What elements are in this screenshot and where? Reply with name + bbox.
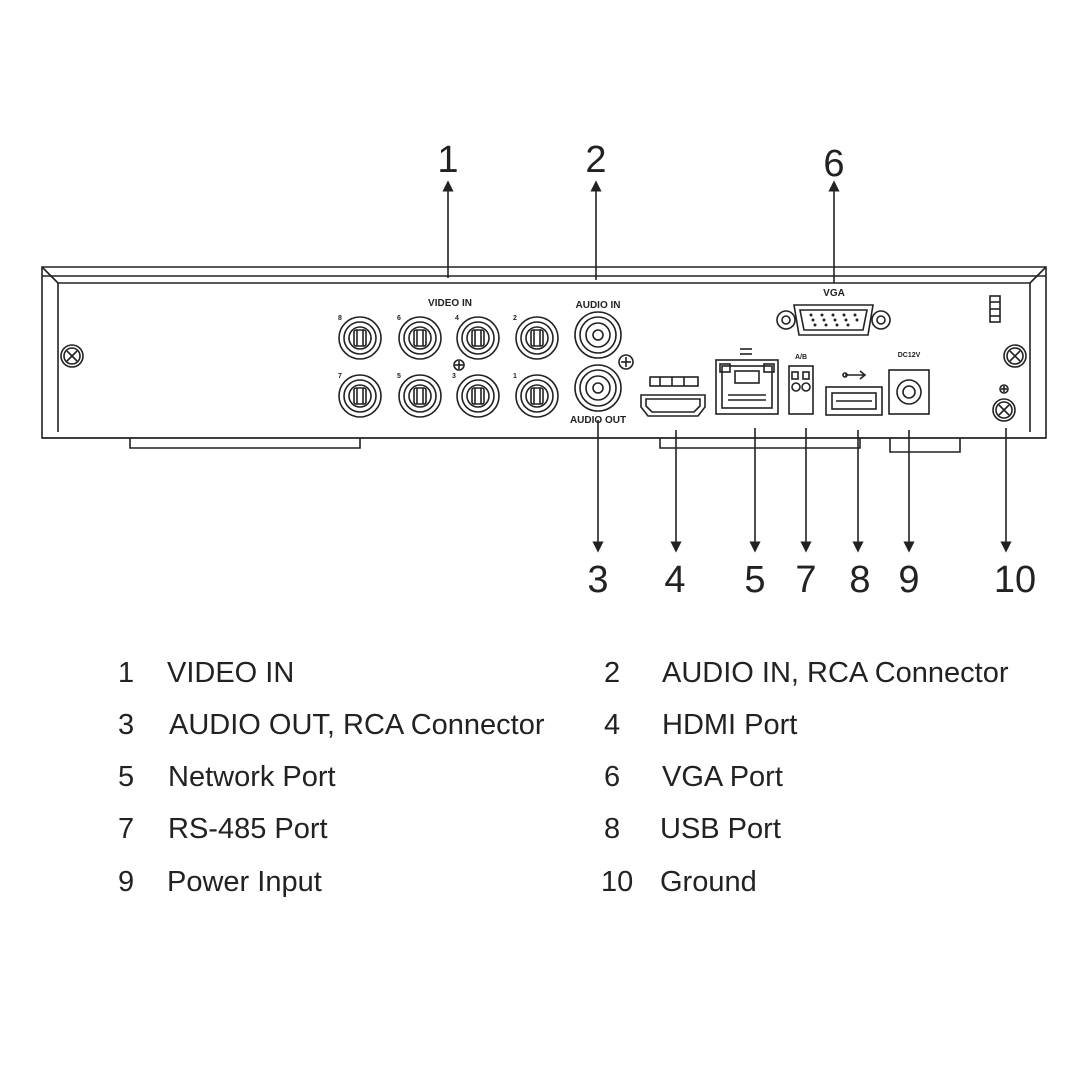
network-rj45-port	[715, 348, 779, 415]
channel-label: 5	[397, 373, 401, 380]
channel-label: 1	[513, 373, 517, 380]
channel-label: 7	[338, 373, 342, 380]
legend-number: 3	[118, 709, 135, 741]
legend-number: 4	[604, 709, 621, 741]
channel-label: 8	[338, 315, 342, 322]
bnc-connector-5	[398, 374, 442, 418]
callout-number: 2	[585, 139, 606, 181]
callout-number: 8	[849, 559, 870, 601]
leader-lines	[442, 180, 1012, 553]
legend-number: 5	[118, 761, 135, 793]
audio-ground-symbol-icon	[618, 354, 634, 370]
legend-text: RS-485 Port	[168, 813, 328, 845]
power-panel-label: DC12V	[898, 352, 921, 359]
ground-symbol-icon	[999, 384, 1009, 394]
legend-item: 10 Ground	[601, 868, 757, 897]
legend-number: 8	[604, 813, 621, 845]
usb-port	[825, 370, 883, 416]
center-ground-symbol-icon	[453, 359, 465, 371]
legend-text: Network Port	[168, 761, 336, 793]
legend-text: AUDIO OUT, RCA Connector	[169, 709, 545, 741]
callout-number: 5	[744, 559, 765, 601]
right-screw	[1003, 344, 1027, 368]
legend-text: Power Input	[167, 866, 322, 898]
ground-screw	[992, 398, 1016, 422]
bnc-connector-7	[338, 374, 382, 418]
callout-number: 3	[587, 559, 608, 601]
legend-item: 8 USB Port	[604, 815, 781, 844]
callout-number: 4	[664, 559, 685, 601]
left-screw	[60, 344, 84, 368]
channel-label: 4	[455, 315, 459, 322]
video-in-bnc-group	[338, 316, 559, 418]
bnc-connector-4	[456, 316, 500, 360]
legend-item: 6 VGA Port	[604, 763, 783, 792]
audio-in-panel-label: AUDIO IN	[576, 300, 621, 311]
legend-text: AUDIO IN, RCA Connector	[662, 657, 1009, 689]
legend-number: 10	[601, 866, 634, 898]
legend-text: HDMI Port	[662, 709, 798, 741]
vga-panel-label: VGA	[823, 288, 845, 299]
dvr-chassis	[41, 266, 1047, 453]
legend-number: 7	[118, 813, 135, 845]
channel-label: 3	[452, 373, 456, 380]
legend-item: 9 Power Input	[118, 868, 322, 897]
legend-item: 7 RS-485 Port	[118, 815, 328, 844]
legend-item: 5 Network Port	[118, 763, 336, 792]
legend-item: 3 AUDIO OUT, RCA Connector	[118, 711, 545, 740]
callout-number: 10	[994, 559, 1036, 601]
legend-number: 6	[604, 761, 621, 793]
vent-slot-icon	[989, 295, 1001, 323]
callout-number: 1	[437, 139, 458, 181]
legend-text: USB Port	[660, 813, 781, 845]
callout-number: 6	[823, 143, 844, 185]
callout-number: 7	[795, 559, 816, 601]
legend-item: 1 VIDEO IN	[118, 659, 294, 688]
legend-number: 9	[118, 866, 135, 898]
callout-number: 9	[898, 559, 919, 601]
legend-text: Ground	[660, 866, 757, 898]
legend-item: 2 AUDIO IN, RCA Connector	[604, 659, 1009, 688]
legend-text: VIDEO IN	[167, 657, 295, 689]
vga-port	[776, 304, 891, 336]
bnc-connector-8	[338, 316, 382, 360]
legend-item: 4 HDMI Port	[604, 711, 797, 740]
audio-out-rca-connector	[574, 364, 622, 412]
dc-power-jack	[888, 369, 930, 415]
bnc-connector-1	[515, 374, 559, 418]
bnc-connector-2	[515, 316, 559, 360]
bnc-connector-3	[456, 374, 500, 418]
legend-number: 2	[604, 657, 621, 689]
rs485-terminal	[788, 365, 814, 415]
channel-label: 2	[513, 315, 517, 322]
video-in-panel-label: VIDEO IN	[428, 298, 472, 309]
hdmi-port	[640, 376, 706, 417]
channel-label: 6	[397, 315, 401, 322]
legend-number: 1	[118, 657, 135, 689]
legend-text: VGA Port	[662, 761, 783, 793]
audio-in-rca-connector	[574, 311, 622, 359]
bnc-connector-6	[398, 316, 442, 360]
rs485-panel-label: A/B	[795, 354, 807, 361]
